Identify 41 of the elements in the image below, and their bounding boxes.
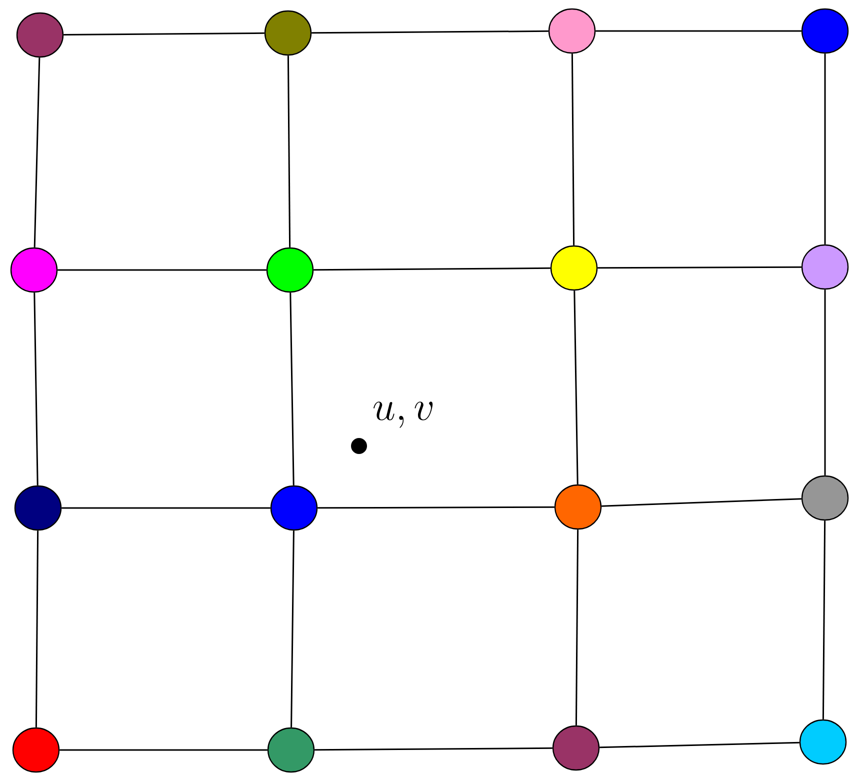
grid-node-circle [14,485,62,531]
grid-line [35,530,39,728]
grid-line [822,520,826,720]
grid-node-circle [267,727,315,773]
grid-line [34,58,40,248]
grid-line [574,290,578,484]
grid-line [575,530,579,726]
grid-line [314,747,552,751]
point-label: $u,v$ [374,402,433,428]
grid-line [824,54,826,244]
grid-node-circle [548,8,596,54]
grid-node-circle [270,485,318,531]
grid-line [314,267,550,271]
grid-node-circle [801,475,849,521]
grid-line [34,292,38,486]
grid-node-circle [801,244,849,290]
grid-line [571,54,575,246]
grid-node-circle [10,247,58,293]
grid-line [824,290,826,476]
grid-line [600,742,800,748]
grid-node-circle [801,8,849,54]
grid-line [62,507,270,509]
grid-line [64,32,264,36]
grid-line [287,56,291,248]
grid-line [290,530,294,728]
grid-line [602,498,802,507]
grid-line [290,292,294,486]
grid-line [58,269,266,271]
grid-node-circle [264,10,312,56]
grid-line [60,749,268,751]
grid-line [598,266,802,269]
grid-node-circle [12,727,60,773]
grid-node-circle [799,719,847,765]
grid-line [318,506,554,509]
grid-line [312,30,548,34]
grid-node-circle [16,12,64,58]
grid-node-circle [554,484,602,530]
grid-line [596,30,802,32]
grid-node-circle [552,725,600,771]
grid-node-circle [266,247,314,293]
grid-node-circle [550,245,598,291]
